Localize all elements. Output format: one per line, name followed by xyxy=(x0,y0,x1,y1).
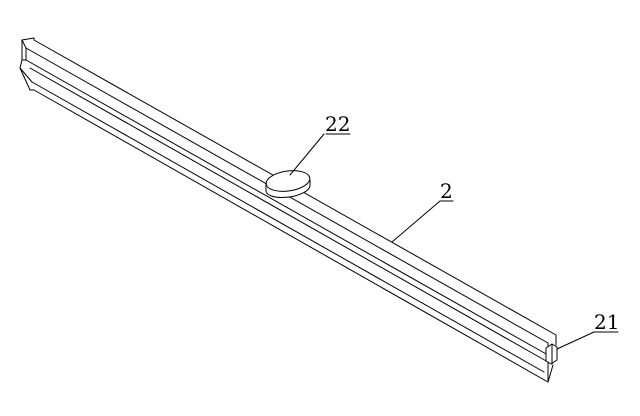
knob xyxy=(265,170,311,199)
leader-end-cap xyxy=(556,331,595,350)
bar-body xyxy=(19,37,557,383)
leader-knob xyxy=(289,133,325,176)
end-cap xyxy=(545,343,558,365)
label-end-cap: 21 xyxy=(594,310,619,334)
leader-lines xyxy=(289,133,619,350)
label-knob: 22 xyxy=(325,112,350,136)
leader-bar xyxy=(391,200,441,243)
label-bar: 2 xyxy=(440,179,453,203)
